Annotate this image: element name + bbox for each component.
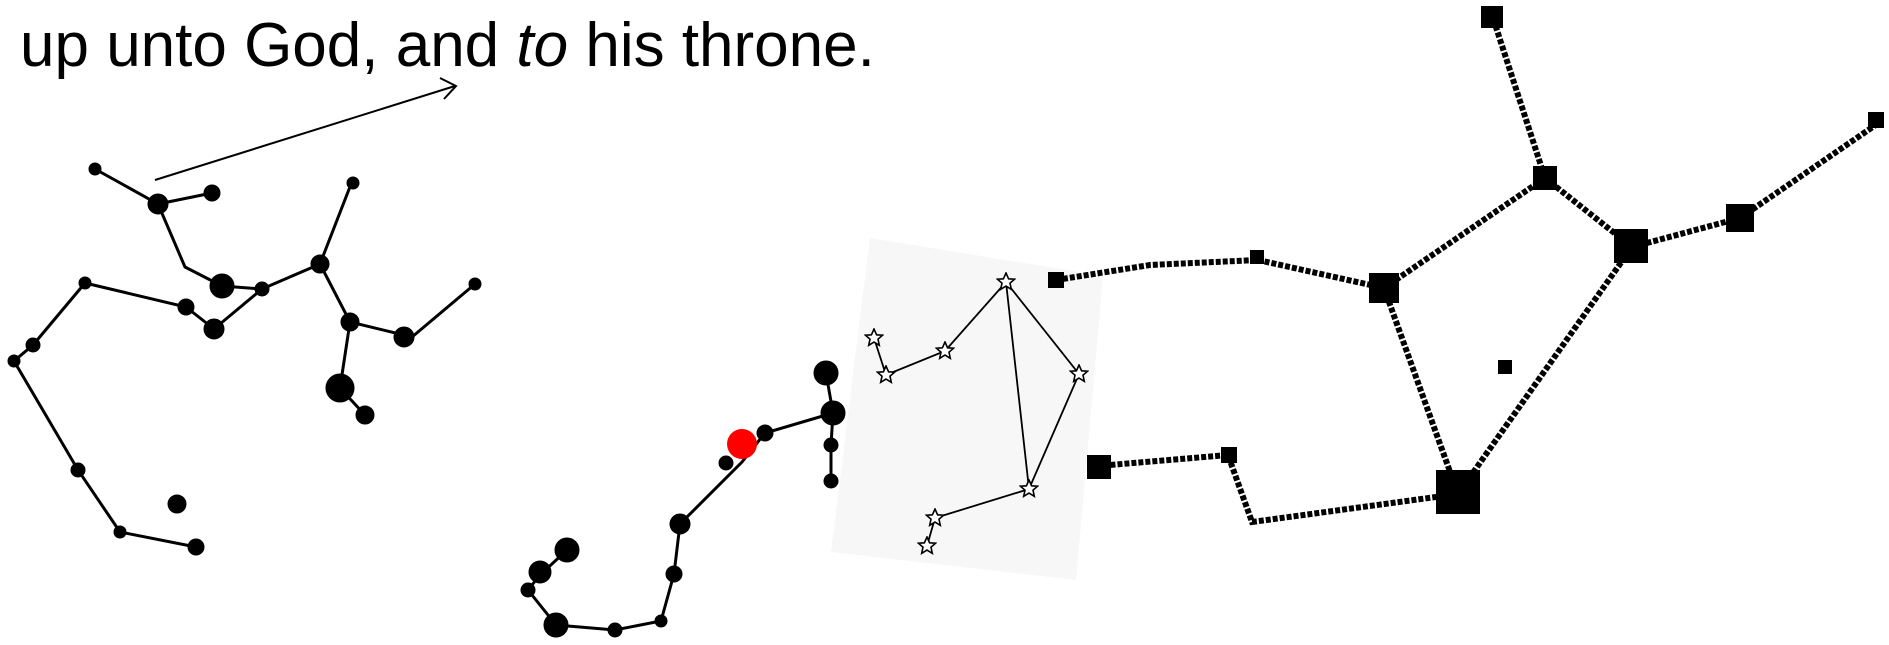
star-node: [1614, 229, 1648, 263]
star-node: [115, 527, 125, 537]
star-node: [545, 614, 567, 636]
star-node: [815, 362, 837, 384]
star-node: [357, 407, 373, 423]
star-node: [211, 275, 233, 297]
star-node: [80, 278, 90, 288]
star-node: [530, 562, 550, 582]
star-node: [556, 539, 578, 561]
star-node: [671, 515, 689, 533]
star-node: [149, 195, 167, 213]
star-node: [348, 178, 358, 188]
star-node: [1087, 455, 1111, 479]
star-node: [822, 402, 844, 424]
star-node: [342, 314, 358, 330]
constellation-middle: [522, 362, 844, 636]
constellation-left: [9, 164, 480, 554]
star-node: [169, 496, 185, 512]
star-node: [205, 320, 223, 338]
star-node: [189, 540, 203, 554]
star-node: [656, 616, 666, 626]
arrow-icon: [155, 78, 456, 180]
star-node: [1250, 250, 1264, 264]
star-node: [312, 256, 328, 272]
constellation-panel: [831, 238, 1103, 580]
star-node: [667, 567, 681, 581]
star-node: [758, 426, 772, 440]
star-node: [825, 475, 837, 487]
star-node: [1436, 470, 1480, 514]
star-node: [825, 439, 837, 451]
star-node: [1481, 6, 1503, 28]
star-node: [205, 186, 219, 200]
star-node: [395, 328, 413, 346]
star-node: [1498, 360, 1512, 374]
star-node: [9, 356, 19, 366]
star-node: [1726, 204, 1754, 232]
star-node: [90, 164, 100, 174]
star-node: [1868, 112, 1884, 128]
star-node: [1221, 447, 1237, 463]
star-node: [1533, 166, 1557, 190]
star-node: [470, 279, 480, 289]
star-node: [522, 584, 534, 596]
star-node: [256, 283, 268, 295]
star-node: [327, 375, 353, 401]
highlighted-star: [727, 429, 757, 459]
star-node: [1369, 273, 1399, 303]
constellation-right: [1048, 6, 1884, 522]
star-node: [720, 457, 732, 469]
star-node: [609, 624, 621, 636]
star-node: [179, 300, 193, 314]
star-node: [72, 464, 84, 476]
star-node: [27, 339, 39, 351]
star-node: [1048, 272, 1064, 288]
